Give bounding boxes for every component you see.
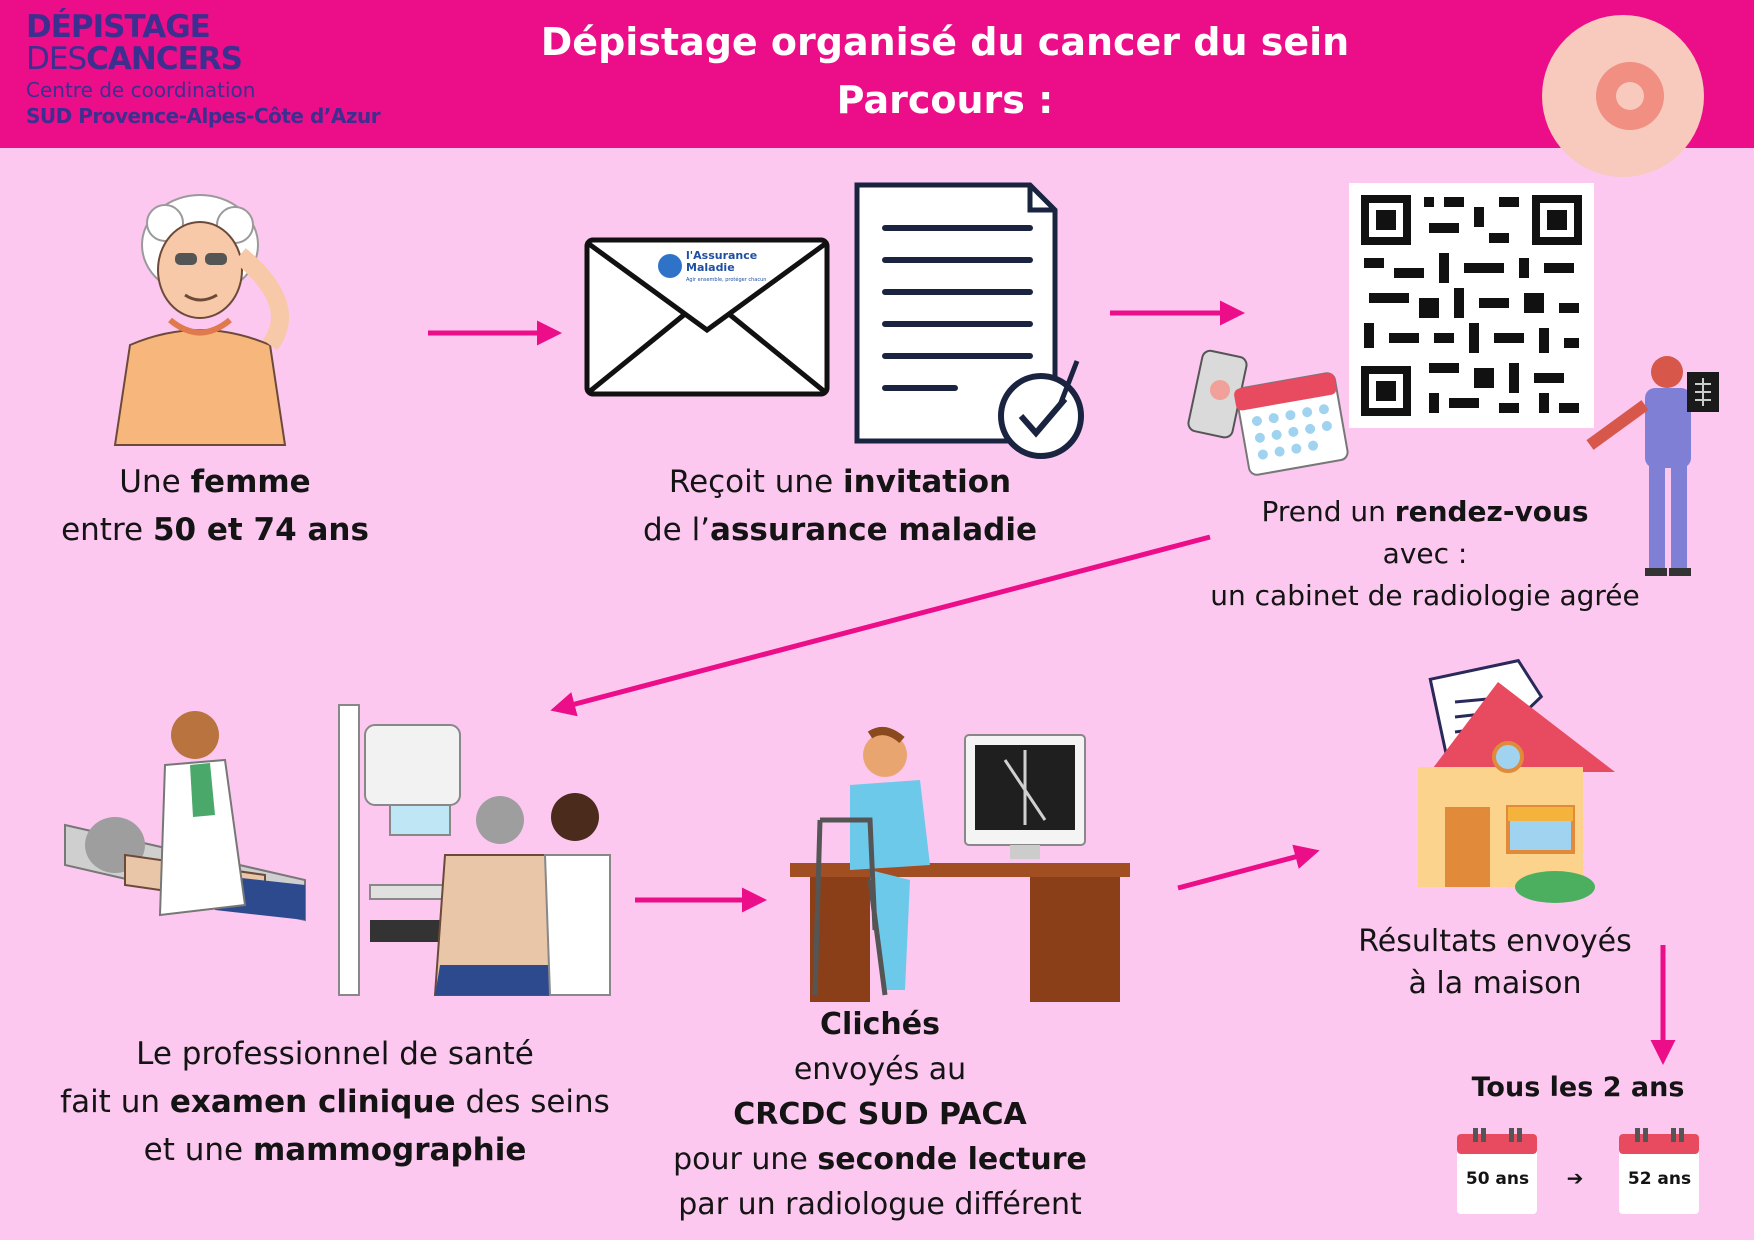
exam-caption: Le professionnel de santé fait un examen… (60, 1036, 610, 1168)
house-results-illustration (1418, 658, 1615, 903)
arrow-right-icon: ➔ (1566, 1166, 1584, 1190)
appointment-caption: Prend un rendez-vous avec : un cabinet d… (1210, 495, 1640, 612)
calendar-52-icon (1619, 1128, 1699, 1214)
age-start-label: 50 ans (1465, 1169, 1530, 1189)
age-next-label: 52 ans (1627, 1169, 1692, 1189)
mammography-machine-illustration (338, 704, 611, 996)
page-title: Dépistage organisé du cancer du sein (540, 20, 1350, 64)
second-reading-illustration (790, 727, 1130, 1002)
qr-code-icon[interactable] (1349, 183, 1594, 428)
cliches-caption: Clichés envoyés au CRCDC SUD PACA pour u… (673, 1007, 1087, 1222)
page-subtitle: Parcours : (836, 78, 1054, 122)
invitation-caption: Reçoit une invitation de l’assurance mal… (642, 464, 1038, 548)
assurance-maladie-logo: l'Assurance Maladie Agir ensemble, proté… (686, 249, 767, 284)
woman-illustration (113, 194, 289, 446)
breast-circle-icon (1542, 15, 1704, 177)
woman-caption: Une femme entre 50 et 74 ans (61, 464, 369, 548)
header-banner (0, 0, 1754, 148)
frequency-label: Tous les 2 ans (1471, 1072, 1685, 1103)
calendar-50-icon (1457, 1128, 1537, 1214)
logo-line-4: SUD Provence-Alpes-Côte d’Azur (26, 104, 381, 128)
clinical-exam-illustration (64, 711, 306, 922)
document-icon (854, 182, 1084, 459)
logo-line-1: DÉPISTAGE (26, 9, 211, 45)
results-caption: Résultats envoyés à la maison (1358, 924, 1632, 1001)
phone-calendar-icon (1187, 349, 1349, 476)
radiologist-illustration (1586, 356, 1719, 576)
logo-line-2: DESCANCERS (26, 41, 243, 77)
logo-line-3: Centre de coordination (26, 78, 256, 102)
envelope-icon (584, 237, 830, 397)
